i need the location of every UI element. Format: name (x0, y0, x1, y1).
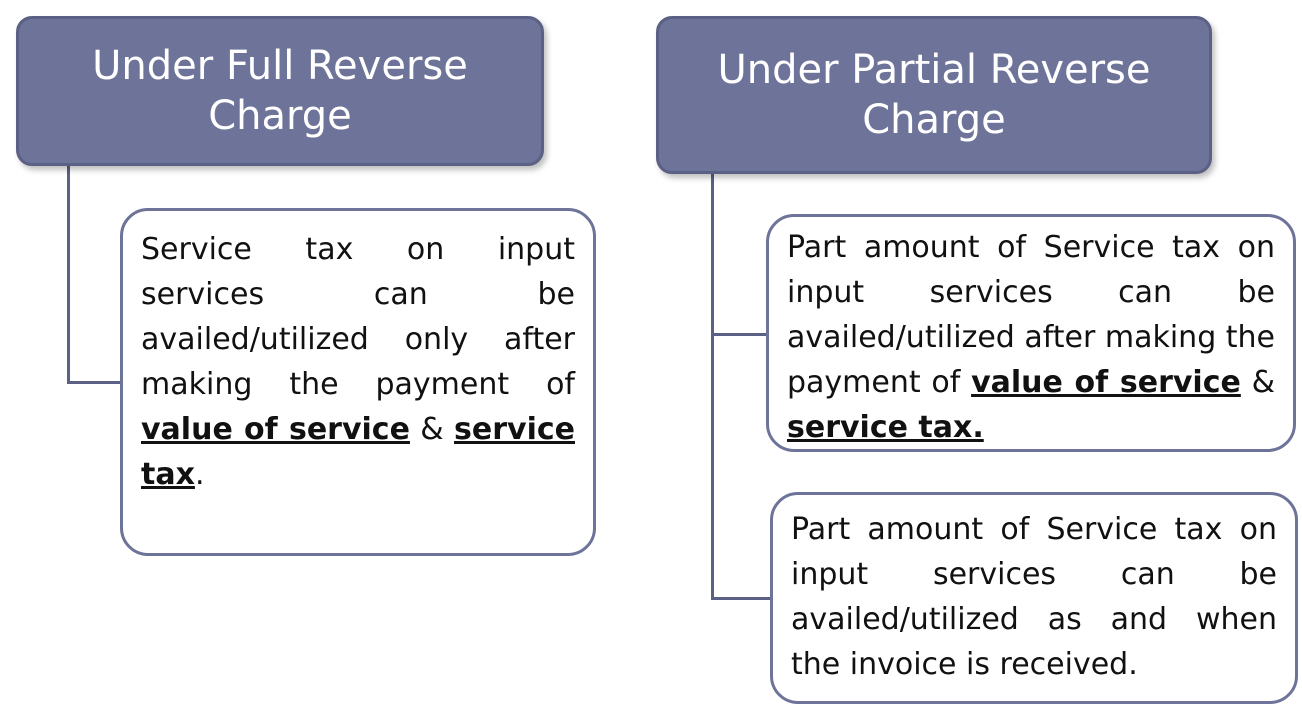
full-box-keyword-service-tax: service tax (141, 412, 575, 492)
connector-right-vertical (711, 174, 714, 600)
connector-right-horizontal-2 (711, 597, 772, 600)
full-box-text: Service tax on input services can be ava… (141, 232, 575, 402)
header-full-reverse-charge-label: Under Full Reverse Charge (92, 43, 468, 139)
connector-left-vertical (67, 166, 70, 384)
connector-left-horizontal (67, 381, 122, 384)
partial-reverse-charge-box-1: Part amount of Service tax on input serv… (766, 214, 1296, 452)
connector-right-horizontal-1 (711, 333, 768, 336)
header-partial-reverse-charge-label: Under Partial Reverse Charge (717, 47, 1151, 143)
partial-reverse-charge-box-2: Part amount of Service tax on input serv… (770, 492, 1298, 704)
partial-box1-ampersand: & (1240, 365, 1275, 400)
full-box-ampersand: & (409, 412, 455, 447)
partial-box1-text: Part amount of Service tax on input serv… (787, 230, 1276, 400)
full-box-period: . (194, 457, 205, 492)
partial-box1-keyword-service-tax: service tax. (787, 410, 984, 445)
header-full-reverse-charge: Under Full Reverse Charge (16, 16, 544, 166)
header-partial-reverse-charge: Under Partial Reverse Charge (656, 16, 1212, 174)
partial-box1-keyword-value-of-service: value of service (971, 365, 1241, 400)
full-box-keyword-value-of-service: value of service (141, 412, 410, 447)
full-reverse-charge-box: Service tax on input services can be ava… (120, 208, 596, 556)
partial-box2-text: Part amount of Service tax on input serv… (791, 512, 1277, 682)
